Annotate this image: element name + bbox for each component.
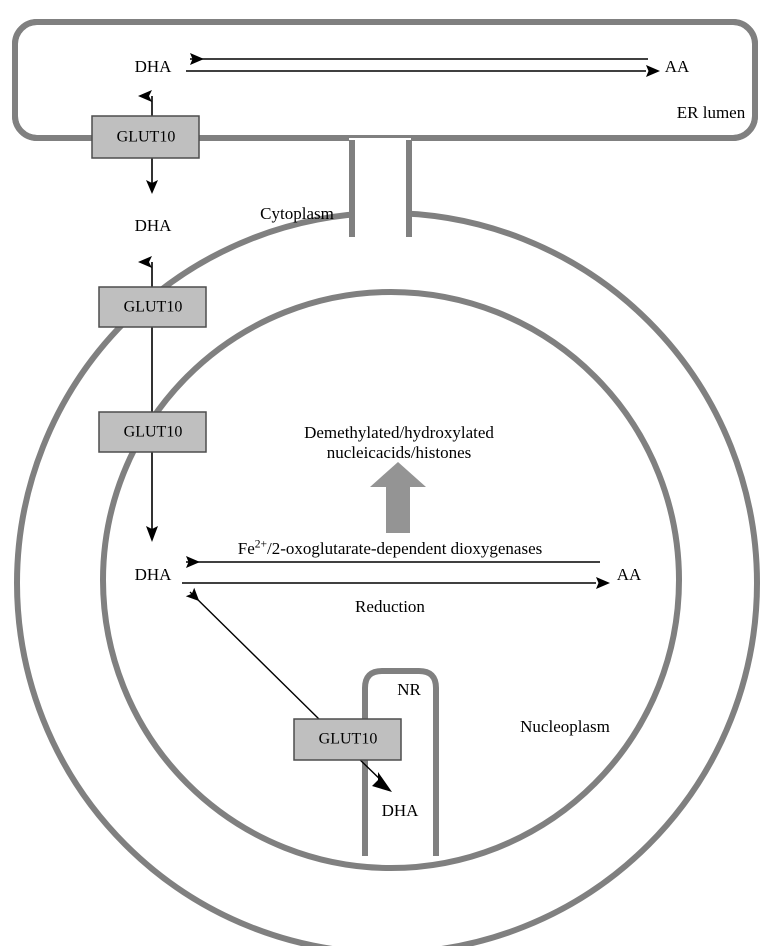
nuclear-import-arrowhead-down <box>146 526 158 542</box>
glut10-label-nr: GLUT10 <box>318 730 378 748</box>
glut10-label-er: GLUT10 <box>116 128 176 146</box>
glut10-box-inner-nuclear[interactable] <box>98 411 207 453</box>
cytoplasm-label: Cytoplasm <box>260 203 334 223</box>
dioxygenase-label-prefix: Fe <box>237 538 255 558</box>
er-lumen-label: ER lumen <box>676 102 746 122</box>
nucleus-dha-label: DHA <box>134 564 172 584</box>
nr-label: NR <box>397 679 421 699</box>
nucleus-aa-label: AA <box>616 564 642 584</box>
product-label: Demethylated/hydroxylated nucleicacids/h… <box>304 423 494 463</box>
er-lumen-interior <box>18 25 752 135</box>
dioxygenase-label-rest: /2-oxoglutarate-dependent dioxygenases <box>267 538 543 558</box>
glut10-box-er[interactable] <box>91 115 200 159</box>
inner-nuclear-membrane <box>100 289 682 871</box>
nucleoplasm-label: Nucleoplasm <box>520 716 610 736</box>
dioxygenase-label-charge: 2+ <box>254 537 268 551</box>
er-aa-label: AA <box>664 56 690 76</box>
glut10-label-outer-nuclear: GLUT10 <box>123 298 183 316</box>
glut10-label-inner-nuclear: GLUT10 <box>123 423 183 441</box>
product-block-arrow <box>370 462 426 533</box>
nr-dha-label: DHA <box>381 800 419 820</box>
nr-to-dha-arrow <box>185 587 324 724</box>
dioxygenase-label: Fe2+/2-oxoglutarate-dependent dioxygenas… <box>237 537 543 559</box>
glut10-box-outer-nuclear[interactable] <box>98 286 207 328</box>
product-label-line2: nucleicacids/histones <box>326 443 472 462</box>
product-label-line1: Demethylated/hydroxylated <box>304 422 494 442</box>
er-import-arrowhead-down <box>146 180 158 194</box>
er-dha-label: DHA <box>134 56 172 76</box>
er-nuclear-connector-fill <box>349 138 411 238</box>
nr-tube-membrane <box>362 668 439 856</box>
reduction-label: Reduction <box>355 596 425 616</box>
glut10-box-nr[interactable] <box>293 718 402 761</box>
cytoplasm-dha-label: DHA <box>134 215 172 235</box>
nr-influx-arrowhead <box>372 772 392 792</box>
